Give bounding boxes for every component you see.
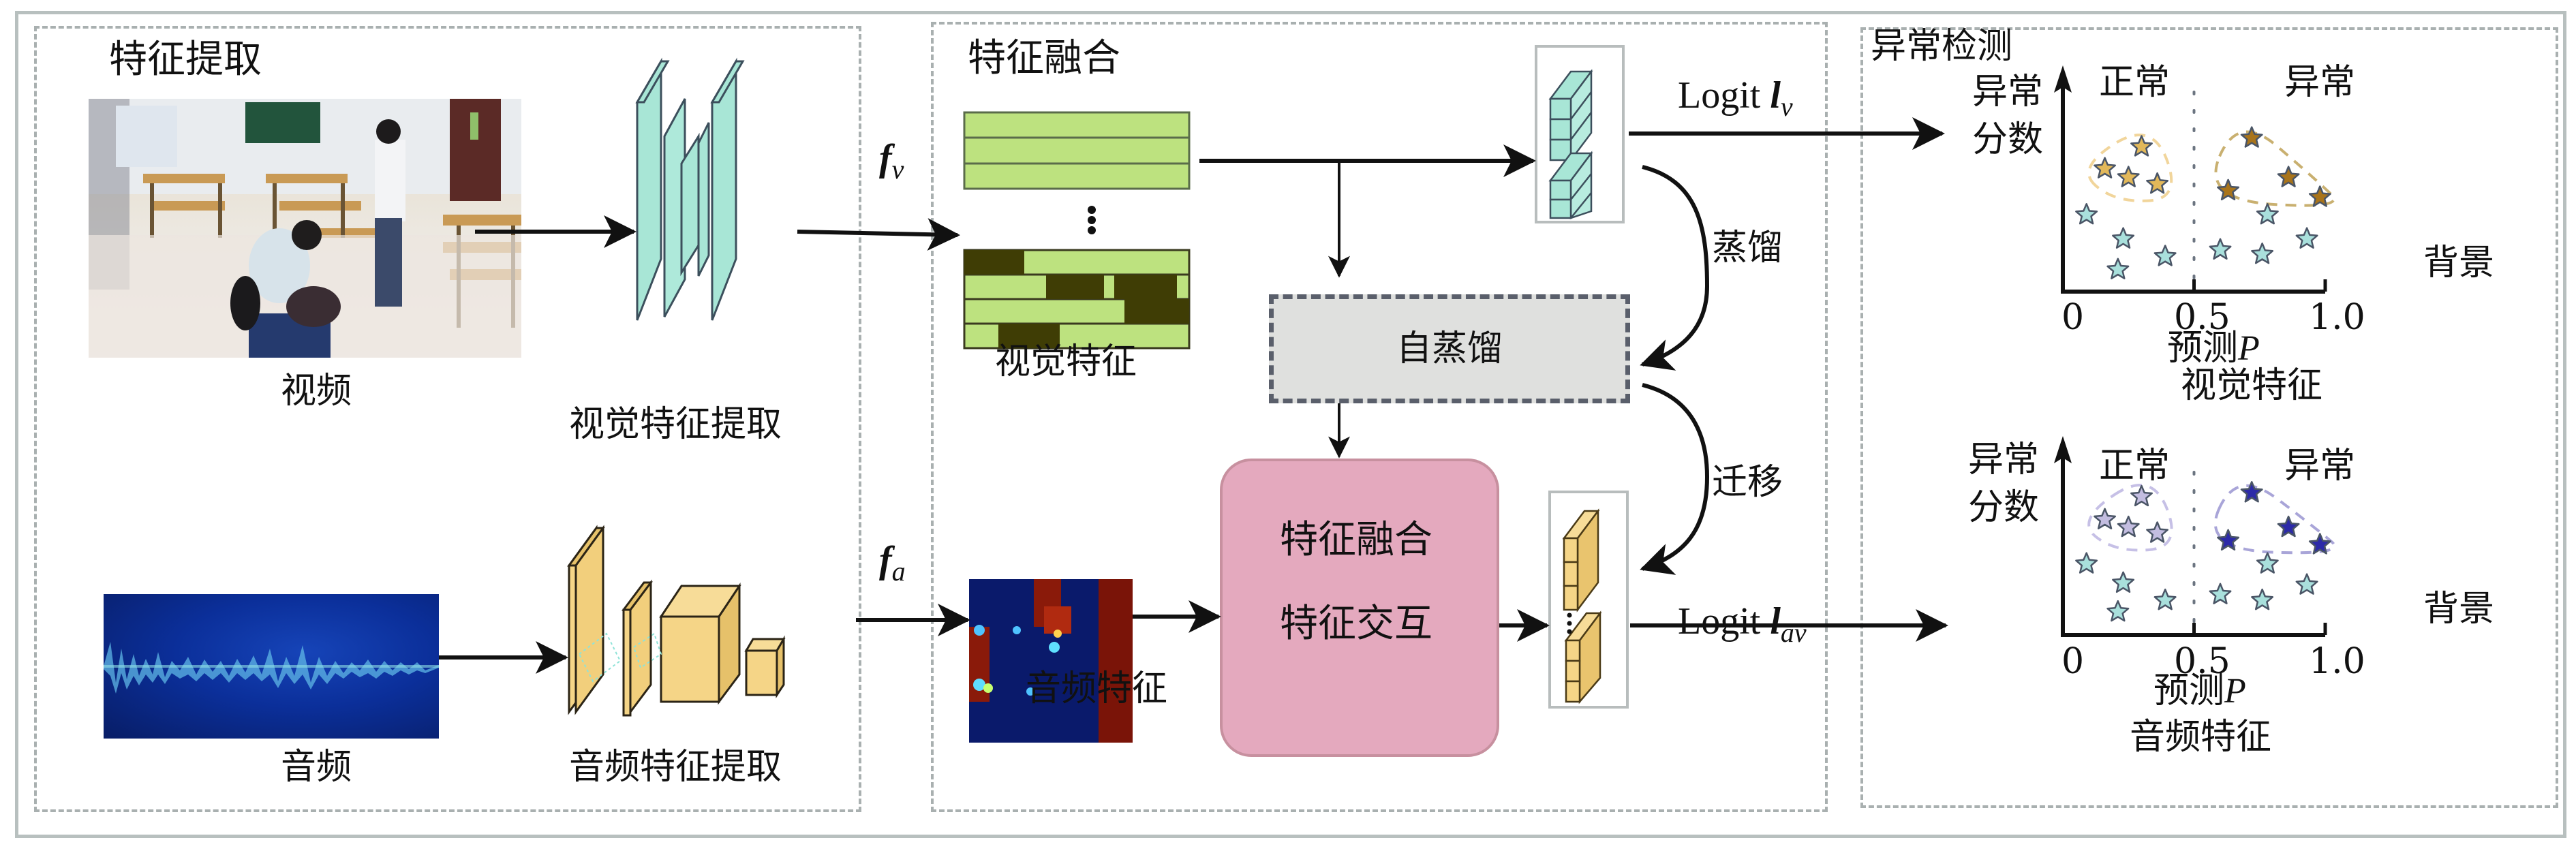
visual-feature-label: 视觉特征 xyxy=(995,341,1137,382)
chart1-point-s2-5 xyxy=(2256,203,2279,225)
figure-frame xyxy=(15,11,2566,838)
chart2-title: 音频特征 xyxy=(2130,717,2272,758)
chart2-point-s2-4 xyxy=(2209,583,2232,604)
chart1-point-s2-4 xyxy=(2209,238,2232,260)
chart2-point-s1-0 xyxy=(2240,481,2263,503)
transfer-label: 迁移 xyxy=(1712,462,1783,503)
chart1-point-s1-1 xyxy=(2217,179,2240,201)
fusion-block-line1: 特征融合 xyxy=(1280,518,1432,562)
video-thumbnail xyxy=(89,99,521,358)
chart1-ylabel: 异常分数 xyxy=(1972,72,2044,161)
chart2-ylabel: 异常分数 xyxy=(1968,439,2040,529)
chart1-point-s1-0 xyxy=(2240,126,2263,148)
symbol-f-a: fa xyxy=(879,539,906,587)
chart1-title: 视觉特征 xyxy=(2181,365,2323,406)
chart1-region-right: 异常 xyxy=(2284,62,2356,103)
symbol-f-v: fv xyxy=(879,137,904,185)
visual-extractor-label: 视觉特征提取 xyxy=(569,404,782,445)
chart2-point-s2-3 xyxy=(2153,588,2177,610)
chart2-region-right: 异常 xyxy=(2284,446,2356,486)
feature-fusion-block xyxy=(1220,459,1499,757)
arrow-distill-curve xyxy=(1640,165,1710,371)
chart1-xtick-1: 0.5 xyxy=(2174,297,2230,338)
logit-v-label: Logit lv xyxy=(1678,74,1793,123)
video-label: 视频 xyxy=(281,371,352,412)
chart2-cluster-0 xyxy=(2087,484,2173,552)
audio-feature-label: 音频特征 xyxy=(1026,668,1168,709)
chart2-point-s0-0 xyxy=(2094,508,2117,529)
chart1-point-s0-0 xyxy=(2094,157,2117,179)
panel-anomaly-detection xyxy=(1860,27,2558,808)
arrow-transfer-curve xyxy=(1640,383,1710,575)
chart2-region-left: 正常 xyxy=(2099,446,2171,486)
distill-label: 蒸馏 xyxy=(1712,228,1783,268)
chart2-point-s0-3 xyxy=(2146,521,2169,543)
audiovisual-logit-cubes-icon xyxy=(1562,508,1602,704)
visual-logit-cubes-icon xyxy=(1548,69,1593,219)
chart2-point-s2-5 xyxy=(2256,552,2279,574)
chart1-point-s2-2 xyxy=(2106,258,2130,279)
chart1-point-s0-3 xyxy=(2146,172,2169,194)
chart1-point-s2-0 xyxy=(2075,203,2098,225)
chart2-point-s1-1 xyxy=(2217,529,2240,551)
chart1-point-s2-6 xyxy=(2251,243,2274,264)
logit-av-label: Logit lav xyxy=(1678,600,1807,649)
chart1-point-s2-3 xyxy=(2153,245,2177,266)
chart1-region-left: 正常 xyxy=(2099,62,2171,103)
chart1-xtick-2: 1.0 xyxy=(2309,297,2365,338)
chart2-point-s1-3 xyxy=(2308,533,2331,555)
fusion-block-line2: 特征交互 xyxy=(1280,602,1432,646)
chart1-xlabel: 预测P xyxy=(2167,328,2260,369)
chart2-xtick-1: 0.5 xyxy=(2174,641,2230,682)
audio-spectrogram xyxy=(969,579,1133,743)
panel-feature-fusion xyxy=(931,22,1828,812)
chart1-region-bottom-right: 背景 xyxy=(2423,243,2495,283)
chart1-point-s1-2 xyxy=(2277,166,2300,187)
audio-label: 音频 xyxy=(281,747,352,788)
visual-feature-stack xyxy=(963,111,1191,350)
chart1-point-s0-1 xyxy=(2130,135,2153,157)
chart2-point-s1-2 xyxy=(2277,515,2300,538)
chart2-point-s2-7 xyxy=(2295,573,2318,595)
panel-feature-extraction xyxy=(34,26,861,812)
chart1-point-s0-2 xyxy=(2117,166,2140,187)
chart1-xtick-0: 0 xyxy=(2061,297,2085,338)
chart2-region-bottom-right: 背景 xyxy=(2423,589,2495,630)
self-distillation-label: 自蒸馏 xyxy=(1396,328,1503,369)
section-title-feature-fusion: 特征融合 xyxy=(968,36,1120,80)
chart2-point-s2-2 xyxy=(2106,600,2130,622)
chart2-xtick-0: 0 xyxy=(2061,641,2085,682)
audio-waveform-thumbnail xyxy=(104,594,439,739)
chart2-point-s0-2 xyxy=(2117,515,2140,538)
arrow-extractor-to-fv xyxy=(797,218,960,251)
chart1-cluster-0 xyxy=(2087,134,2173,202)
chart2-point-s0-1 xyxy=(2130,484,2153,507)
chart2-point-s2-0 xyxy=(2075,552,2098,574)
chart2-xtick-2: 1.0 xyxy=(2309,641,2365,682)
audio-extractor-icon xyxy=(567,525,786,717)
chart2-y-axis-arrowhead xyxy=(2054,436,2072,463)
section-title-feature-extraction: 特征提取 xyxy=(109,37,262,82)
audio-extractor-label: 音频特征提取 xyxy=(569,747,782,788)
chart2-point-s2-6 xyxy=(2251,588,2274,610)
chart1-point-s2-7 xyxy=(2295,227,2318,249)
visual-extractor-icon xyxy=(635,57,745,321)
chart1-point-s2-1 xyxy=(2112,227,2135,249)
section-title-anomaly-detection: 异常检测 xyxy=(1871,26,2013,67)
chart2-point-s2-1 xyxy=(2112,571,2135,593)
chart1-point-s1-3 xyxy=(2308,185,2331,207)
chart1-y-axis-arrowhead xyxy=(2054,65,2072,93)
self-distillation-block: 自蒸馏 xyxy=(1269,294,1630,403)
chart2-xlabel: 预测P xyxy=(2153,670,2246,711)
